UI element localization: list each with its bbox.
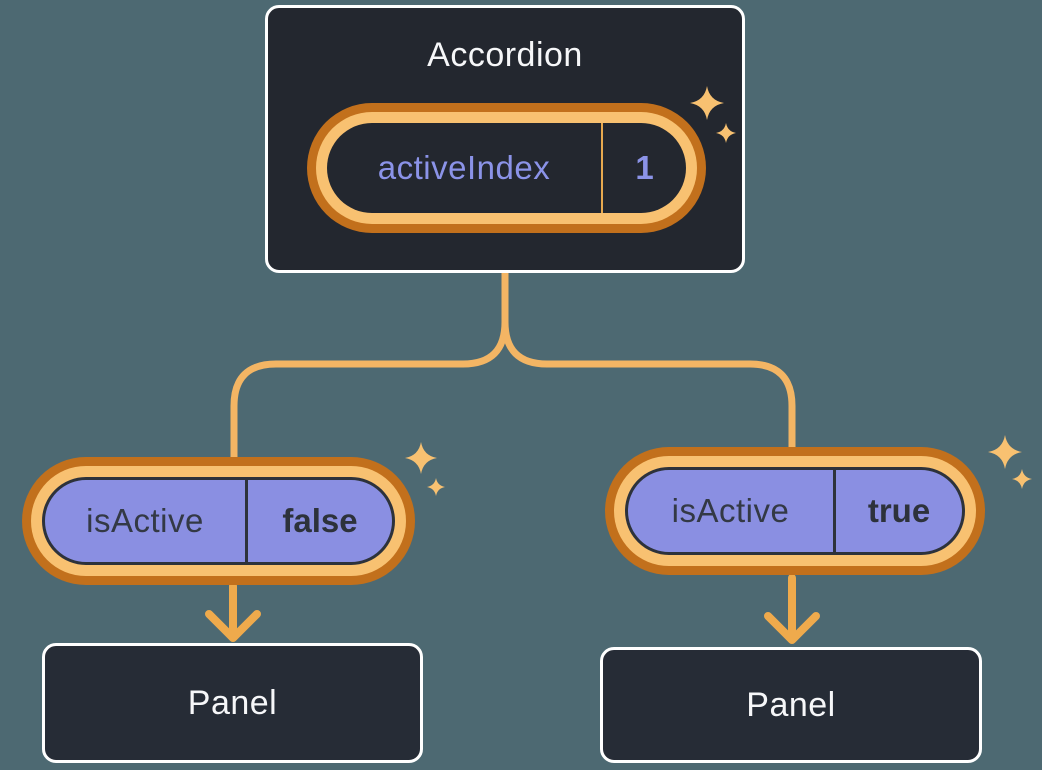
sparkle-icon-accordion [690, 86, 736, 143]
prop-pill-isactive-right: isActive true [605, 447, 985, 575]
prop-pill-body: isActive false [42, 477, 395, 565]
prop-pill-label: isActive [671, 492, 790, 529]
connector-left-branch [230, 267, 509, 462]
prop-pill-isactive-left: isActive false [22, 457, 415, 585]
state-pill-body: activeIndex 1 [327, 123, 686, 213]
prop-pill-body: isActive true [625, 467, 965, 555]
panel-label: Panel [187, 683, 278, 722]
arrow-down-icon-right [764, 574, 820, 644]
prop-pill-label: isActive [86, 502, 204, 539]
panel-box-left: Panel [42, 643, 423, 763]
panel-label: Panel [746, 685, 836, 724]
state-pill-divider [601, 123, 603, 213]
prop-pill-divider [833, 470, 836, 552]
state-pill-label: activeIndex [377, 149, 551, 186]
state-pill-activeindex: activeIndex 1 [307, 103, 706, 233]
prop-pill-value: false [282, 502, 358, 539]
prop-pill-value: true [867, 492, 931, 529]
arrow-down-icon-left [205, 582, 261, 642]
prop-pill-inner-ring: isActive true [614, 456, 976, 566]
state-pill-inner-ring: activeIndex 1 [316, 112, 697, 224]
prop-pill-inner-ring: isActive false [31, 466, 406, 576]
sparkle-icon-left-pill [405, 442, 445, 496]
connector-right-branch [501, 267, 796, 453]
state-pill-value: 1 [635, 149, 654, 186]
prop-pill-divider [245, 480, 248, 562]
sparkle-icon-right-pill [988, 435, 1032, 489]
panel-box-right: Panel [600, 647, 982, 763]
accordion-title: Accordion [427, 36, 583, 74]
